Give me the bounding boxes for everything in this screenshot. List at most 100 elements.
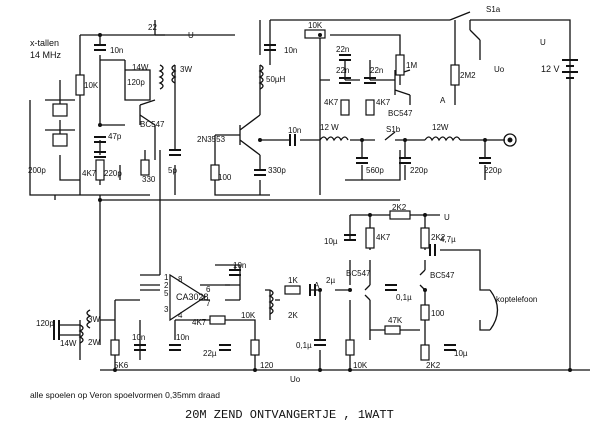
label-c10n-c: 10n [288, 126, 301, 135]
resistor-2m2 [450, 64, 460, 86]
cap-10u-a [344, 234, 356, 241]
resistor-4k7-osc [95, 159, 105, 181]
label-c4u7: 4,7µ [440, 235, 456, 244]
labels: x-tallen 14 MHz 10K 10n 22 U 14W 120p 3W… [28, 5, 560, 422]
label-c10u-b: 10µ [454, 349, 468, 358]
label-s1a: S1a [486, 5, 501, 14]
resistor-4k7-ps1 [340, 99, 350, 116]
diagram-title: 20M ZEND ONTVANGERTJE , 1WATT [185, 408, 394, 422]
label-coil-3w-rx: 3W [88, 315, 100, 324]
label-r22: 22 [148, 23, 157, 32]
coils [78, 64, 461, 344]
label-r10k-c: 10K [241, 311, 256, 320]
label-r4k7-b: 4K7 [324, 98, 339, 107]
label-c120p-b: 120p [36, 319, 54, 328]
resistors [75, 29, 460, 361]
switch-s1b [384, 131, 396, 141]
capacitors [53, 44, 491, 351]
construction-note: alle spoelen op Veron spoelvormen 0,35mm… [30, 390, 220, 400]
cap-120p-rx [53, 320, 60, 340]
label-c2u: 2µ [326, 276, 335, 285]
label-c10n-e: 10n [132, 333, 145, 342]
resistor-10k-osc [75, 74, 85, 96]
label-c0u1-b: 0,1µ [296, 341, 312, 350]
cap-330p [254, 169, 266, 176]
label-uo-bottom: Uo [290, 375, 301, 384]
label-c22n-b: 22n [336, 66, 349, 75]
resistor-1k [284, 285, 301, 295]
ic-pin-1: 1 [164, 273, 169, 282]
label-c10n-d: 10n [233, 261, 246, 270]
label-u-top: U [188, 31, 194, 40]
label-c220p-c: 220p [484, 166, 502, 175]
label-r1k: 1K [288, 276, 298, 285]
resistor-2k2-top [389, 210, 411, 220]
resistor-2k2-rx [420, 227, 430, 249]
coil-3w-rx [86, 309, 92, 329]
crystals [52, 103, 68, 147]
label-r120: 120 [260, 361, 274, 370]
label-r10k-b: 10K [308, 21, 323, 30]
resistor-5k6 [110, 339, 120, 356]
label-r1m: 1M [406, 61, 417, 70]
resistor-2k2-trim [420, 344, 430, 361]
junctions [98, 33, 572, 372]
coil-3w-osc [171, 64, 177, 84]
cap-5p [169, 149, 181, 156]
label-c0u1-a: 0,1µ [396, 293, 412, 302]
label-c120p-a: 120p [127, 78, 145, 87]
antenna-connector [503, 133, 517, 147]
coil-12w-a [319, 136, 349, 142]
label-u-right: U [540, 38, 546, 47]
label-c10n-f: 10n [176, 333, 189, 342]
label-c22u: 22µ [203, 349, 217, 358]
label-bc547-a: BC547 [140, 120, 165, 129]
cap-10n-ic-b [169, 344, 181, 351]
label-r10k-a: 10K [84, 81, 99, 90]
label-r2k2-b: 2K2 [431, 233, 446, 242]
label-r47k: 47K [388, 316, 403, 325]
label-c10n-a: 10n [110, 46, 123, 55]
ic-pin-5: 5 [164, 289, 169, 298]
label-coil-12w-a: 12 W [320, 123, 339, 132]
label-r330: 330 [142, 175, 156, 184]
label-c22n-c: 22n [370, 66, 383, 75]
crystal-label-1: x-tallen [30, 38, 59, 48]
label-r5k6: 5K6 [114, 361, 129, 370]
coil-rx-2k [268, 289, 274, 315]
cap-10n-tx [264, 44, 276, 51]
headphone-icon [489, 289, 499, 331]
crystal-1 [52, 103, 68, 117]
cap-220p-c [479, 157, 491, 164]
cap-10n-out [289, 134, 296, 146]
coil-12w-b [424, 136, 461, 142]
cap-2u [309, 284, 316, 296]
label-r10k-d: 10K [353, 361, 368, 370]
cap-0u1-a [385, 284, 397, 291]
label-r4k7-d: 4K7 [376, 233, 391, 242]
ic-pin-3: 3 [164, 305, 169, 314]
cap-22n-c [364, 77, 376, 84]
label-supply: 12 V [541, 64, 560, 74]
cap-22n-a [339, 54, 351, 61]
label-coil-12w-b: 12W [432, 123, 449, 132]
label-ic: CA3028 [176, 292, 209, 302]
cap-47p [94, 136, 106, 143]
cap-22u [219, 344, 231, 351]
ic-ca3028 [169, 273, 207, 322]
label-c10n-b: 10n [284, 46, 297, 55]
label-bc547-c: BC547 [346, 269, 371, 278]
cap-10n-ic [229, 269, 241, 276]
label-c47p: 47p [108, 132, 122, 141]
label-c220p-a: 220p [104, 169, 122, 178]
resistor-4k7-ic [209, 315, 226, 325]
label-coil-2w-rx: 2W [88, 338, 100, 347]
coil-14w-rx [78, 324, 84, 344]
label-c200p: 200p [28, 166, 46, 175]
label-r100-b: 100 [431, 309, 445, 318]
cap-10n-osc [94, 44, 106, 51]
cap-4u7 [429, 244, 436, 256]
resistor-100-rx [420, 304, 430, 321]
